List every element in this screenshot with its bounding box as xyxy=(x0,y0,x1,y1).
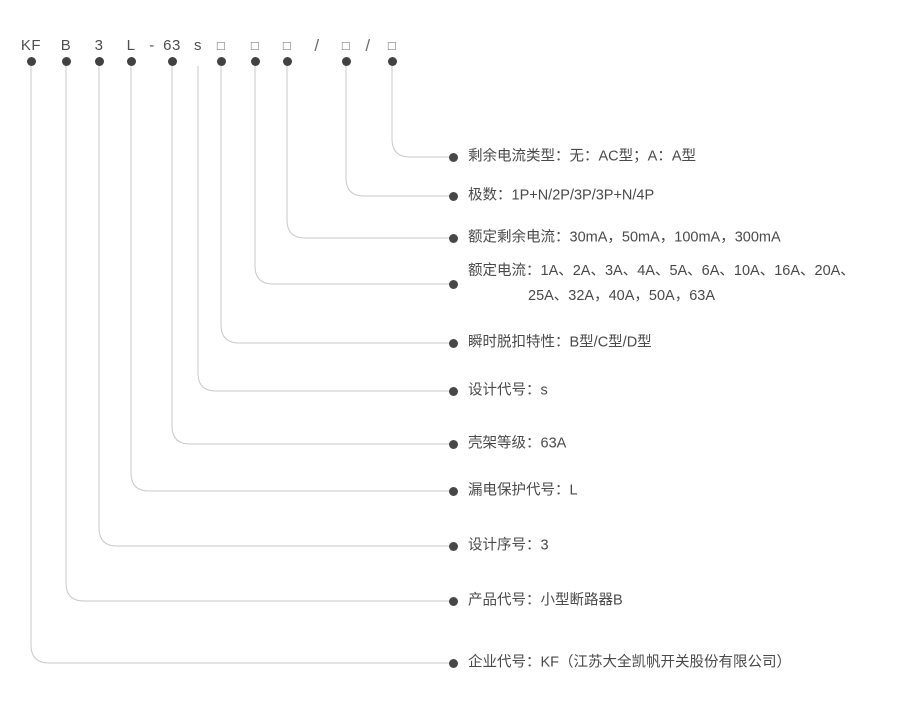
callout-label-rated-current: 额定电流：1A、2A、3A、4A、5A、6A、10A、16A、20A、 25A、3… xyxy=(468,259,855,309)
callout-text-frame-rating: 壳架等级：63A xyxy=(468,435,567,452)
code-segment-residual-type: □ xyxy=(387,38,397,53)
callout-bullet-frame-rating xyxy=(448,439,458,449)
callout-label-residual-type: 剩余电流类型：无：AC型；A：A型 xyxy=(468,145,696,170)
code-segment-dash: - xyxy=(149,37,155,54)
node-dot-product xyxy=(61,56,71,66)
callout-text-trip-curve: 瞬时脱扣特性：B型/C型/D型 xyxy=(468,334,652,351)
connector-rated-current xyxy=(254,65,449,285)
callout-text-residual-current: 额定剩余电流：30mA，50mA，100mA，300mA xyxy=(468,229,781,246)
callout-text-cont-rated-current: 25A、32A，40A，50A，63A xyxy=(528,288,715,304)
callout-label-design-serial: 设计序号：3 xyxy=(468,534,549,559)
node-dot-frame-rating xyxy=(167,56,177,66)
code-segment-leakage: L xyxy=(126,37,136,54)
callout-bullet-enterprise xyxy=(448,658,458,668)
callout-text-rated-current: 额定电流：1A、2A、3A、4A、5A、6A、10A、16A、20A、 xyxy=(468,263,855,279)
code-segment-design-serial: 3 xyxy=(94,37,104,54)
code-segment-frame-rating: 63 xyxy=(163,37,181,54)
callout-label-residual-current: 额定剩余电流：30mA，50mA，100mA，300mA xyxy=(468,226,781,251)
callout-bullet-design-serial xyxy=(448,541,458,551)
callout-text-residual-type: 剩余电流类型：无：AC型；A：A型 xyxy=(468,148,696,165)
callout-bullet-trip-curve xyxy=(448,338,458,348)
code-segment-slash-2: / xyxy=(365,36,371,55)
callout-bullet-residual-current xyxy=(448,233,458,243)
node-dot-leakage xyxy=(126,56,136,66)
callout-label-frame-rating: 壳架等级：63A xyxy=(468,432,566,457)
callout-bullet-design-code xyxy=(448,386,458,396)
callout-text-enterprise: 企业代号：KF（江苏大全凯帆开关股份有限公司） xyxy=(468,654,792,671)
code-segment-residual-current: □ xyxy=(282,38,292,53)
code-segment-poles: □ xyxy=(341,38,351,53)
callout-text-poles: 极数：1P+N/2P/3P/3P+N/4P xyxy=(468,187,655,204)
node-dot-poles xyxy=(341,56,351,66)
connector-poles xyxy=(345,65,449,197)
callout-text-design-serial: 设计序号：3 xyxy=(468,537,549,554)
callout-label-poles: 极数：1P+N/2P/3P/3P+N/4P xyxy=(468,184,654,209)
callout-text-product: 产品代号：小型断路器B xyxy=(468,592,623,609)
node-dot-design-serial xyxy=(94,56,104,66)
connector-design-code xyxy=(197,66,449,392)
code-segment-rated-current: □ xyxy=(250,38,260,53)
node-dot-trip-curve xyxy=(216,56,226,66)
code-segment-product: B xyxy=(60,37,72,54)
connector-trip-curve xyxy=(220,65,449,344)
callout-label-leakage: 漏电保护代号：L xyxy=(468,479,578,504)
callout-bullet-leakage xyxy=(448,486,458,496)
connector-product xyxy=(65,65,449,602)
callout-text-design-code: 设计代号：s xyxy=(468,382,548,399)
callout-label-product: 产品代号：小型断路器B xyxy=(468,589,623,614)
callout-label-trip-curve: 瞬时脱扣特性：B型/C型/D型 xyxy=(468,331,652,356)
callout-bullet-rated-current xyxy=(448,279,458,289)
connector-frame-rating xyxy=(171,65,449,445)
connector-design-serial xyxy=(98,65,449,547)
node-dot-residual-current xyxy=(282,56,292,66)
node-dot-enterprise xyxy=(26,56,36,66)
code-segment-design-code: s xyxy=(194,37,202,54)
callout-text-leakage: 漏电保护代号：L xyxy=(468,482,578,499)
code-segment-enterprise: KF xyxy=(20,37,42,54)
callout-bullet-residual-type xyxy=(448,152,458,162)
connector-enterprise xyxy=(30,65,449,664)
connector-residual-current xyxy=(286,65,449,239)
node-dot-rated-current xyxy=(250,56,260,66)
callout-label-design-code: 设计代号：s xyxy=(468,379,548,404)
callout-bullet-product xyxy=(448,596,458,606)
callout-bullet-poles xyxy=(448,191,458,201)
connector-residual-type xyxy=(391,65,449,158)
callout-label-enterprise: 企业代号：KF（江苏大全凯帆开关股份有限公司） xyxy=(468,651,791,676)
code-segment-slash-1: / xyxy=(314,36,320,55)
connector-leakage xyxy=(130,65,449,492)
node-dot-residual-type xyxy=(387,56,397,66)
code-segment-trip-curve: □ xyxy=(216,38,226,53)
